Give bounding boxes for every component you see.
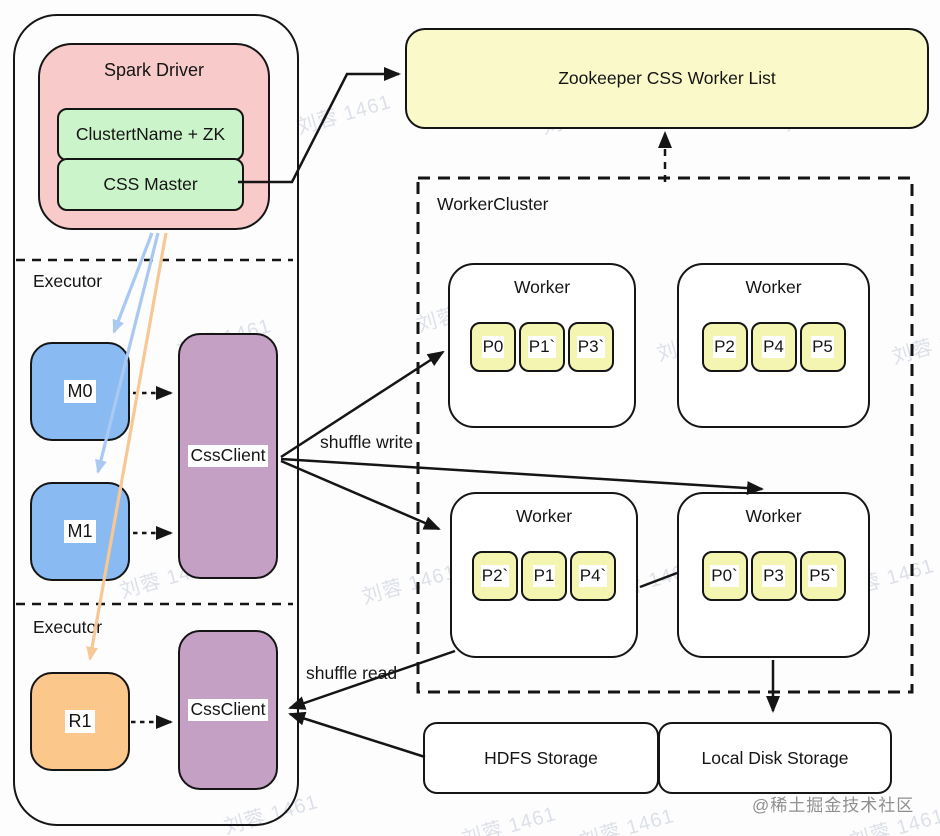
watermark: 刘蓉 1461 [294, 90, 394, 139]
css-client-top-box: CssClient [178, 333, 278, 579]
worker-title: Worker [513, 277, 571, 297]
partition-label: P4 [762, 336, 785, 358]
partition-chip: P3` [568, 322, 614, 372]
hdfs-storage-label: HDFS Storage [484, 747, 598, 768]
worker-title: Worker [745, 277, 802, 297]
partition-chip: P5` [799, 551, 846, 601]
worker-title: Worker [515, 506, 573, 526]
spark-driver-box: Spark Driver ClustertName + ZK CSS Maste… [38, 43, 270, 230]
partition-label: P3` [576, 336, 606, 358]
worker-box-bottom-right: Worker P0` P3 P5` [677, 492, 870, 658]
worker-cluster-label: WorkerCluster [437, 194, 549, 214]
watermark: 刘蓉 1461 [359, 560, 459, 609]
r1-label: R1 [65, 710, 95, 733]
watermark: 刘蓉 1461 [889, 320, 940, 369]
cluster-name-zk-label: ClustertName + ZK [75, 124, 226, 144]
worker-box-top-right: Worker P2 P4 P5 [677, 263, 870, 428]
partition-label: P3 [762, 565, 785, 587]
partition-label: P1 [532, 565, 556, 587]
css-master-label: CSS Master [103, 174, 198, 194]
partition-label: P0` [710, 565, 739, 587]
partition-label: P1` [527, 336, 557, 358]
partition-chip: P1` [519, 322, 565, 372]
partition-chip: P0 [470, 322, 516, 372]
executor-top-label: Executor [33, 271, 103, 291]
worker-box-top-left: Worker P0 P1` P3` [448, 263, 636, 428]
local-disk-storage-box: Local Disk Storage [658, 722, 892, 794]
worker-box-bottom-left: Worker P2` P1 P4` [450, 492, 638, 658]
map-task-m0-box: M0 [30, 342, 130, 441]
zookeeper-worker-list-box: Zookeeper CSS Worker List [405, 28, 929, 129]
local-disk-storage-label: Local Disk Storage [701, 747, 849, 768]
css-client-top-label: CssClient [187, 445, 269, 467]
partition-row: P2 P4 P5 [679, 322, 868, 372]
partition-row: P2` P1 P4` [452, 551, 636, 601]
partition-label: P0 [481, 336, 505, 358]
arrow-shuffle-write-worker3 [280, 459, 441, 531]
watermark: 刘蓉 1461 [577, 804, 677, 836]
partition-label: P4` [578, 565, 608, 587]
partition-row: P0 P1` P3` [450, 322, 634, 372]
executor-bottom-label: Executor [33, 617, 103, 637]
cluster-name-zk-box: ClustertName + ZK [57, 108, 244, 161]
css-client-bottom-box: CssClient [178, 630, 278, 790]
partition-chip: P5 [799, 322, 846, 372]
watermark: 刘蓉 1461 [459, 802, 559, 836]
reduce-task-r1-box: R1 [30, 672, 130, 771]
shuffle-write-label: shuffle write [320, 432, 414, 452]
partition-chip: P2` [472, 551, 518, 601]
partition-chip: P4 [750, 322, 797, 372]
partition-label: P5 [811, 336, 834, 358]
partition-chip: P4` [570, 551, 616, 601]
partition-chip: P0` [701, 551, 748, 601]
partition-label: P2` [480, 565, 510, 587]
shuffle-read-label: shuffle read [306, 663, 398, 683]
m0-label: M0 [64, 380, 96, 403]
css-client-bottom-label: CssClient [187, 699, 269, 721]
m1-label: M1 [64, 520, 96, 543]
partition-row: P0` P3 P5` [679, 551, 868, 601]
css-master-box: CSS Master [57, 158, 244, 211]
spark-driver-title: Spark Driver [103, 60, 205, 80]
arrow-shuffle-write-worker4 [280, 457, 764, 496]
worker-title: Worker [745, 506, 802, 526]
map-task-m1-box: M1 [30, 482, 130, 581]
partition-chip: P2 [701, 322, 748, 372]
site-credit: @稀土掘金技术社区 [752, 796, 915, 815]
partition-chip: P3 [750, 551, 797, 601]
partition-label: P5` [808, 565, 837, 587]
hdfs-storage-box: HDFS Storage [423, 722, 659, 794]
zookeeper-worker-list-label: Zookeeper CSS Worker List [558, 68, 776, 88]
arrow-shuffle-read-from-hdfs [288, 711, 426, 759]
partition-chip: P1 [521, 551, 567, 601]
partition-label: P2 [713, 336, 736, 358]
